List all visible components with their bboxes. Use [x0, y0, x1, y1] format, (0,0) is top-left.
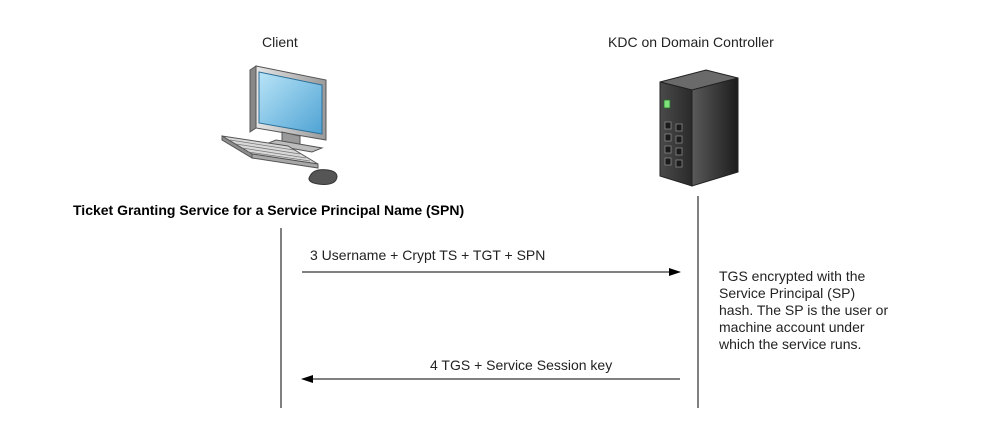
note-line: hash. The SP is the user or — [719, 302, 889, 318]
message-4-label: 4 TGS + Service Session key — [430, 357, 613, 373]
desktop-computer-icon — [221, 65, 338, 185]
note-line: TGS encrypted with the — [719, 268, 866, 284]
message-3-label: 3 Username + Crypt TS + TGT + SPN — [310, 247, 546, 263]
server-tower-icon — [659, 69, 739, 187]
note-line: machine account under — [719, 319, 865, 335]
client-label: Client — [262, 34, 298, 50]
note-line: which the service runs. — [719, 336, 862, 352]
kdc-label: KDC on Domain Controller — [608, 34, 774, 50]
tgs-note: TGS encrypted with the Service Principal… — [719, 268, 959, 353]
note-line: Service Principal (SP) — [719, 285, 856, 301]
section-title: Ticket Granting Service for a Service Pr… — [73, 202, 465, 218]
